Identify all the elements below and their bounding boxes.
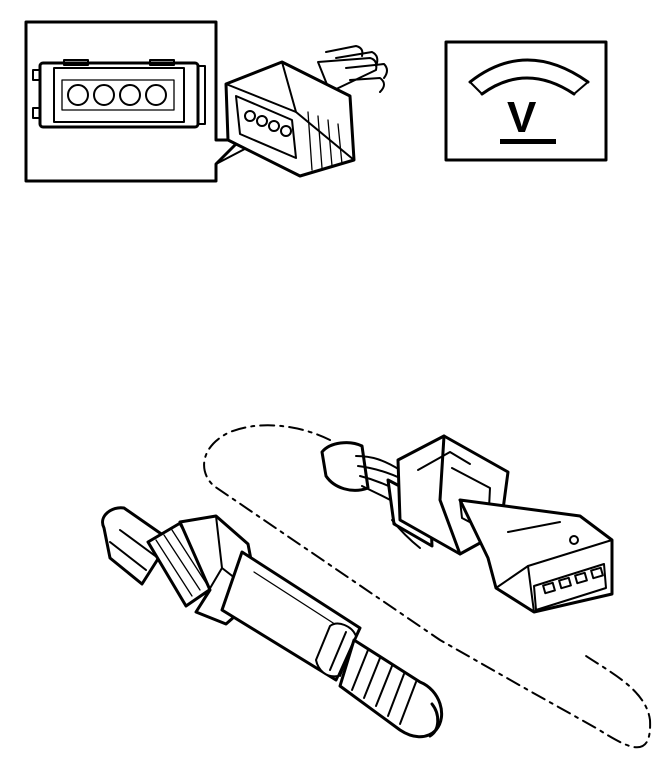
voltmeter-symbol: V: [507, 93, 537, 142]
pin-3-icon: [119, 84, 141, 106]
pin-1-icon: [67, 84, 89, 106]
pin-4-icon: [145, 84, 167, 106]
wiring-harness-connector: [320, 434, 614, 614]
oxygen-sensor: [101, 506, 444, 739]
connector-3d-small-icon: [224, 45, 388, 178]
pin-2-icon: [93, 84, 115, 106]
connector-face-icon: [32, 59, 206, 129]
dash-dot-link-line: [203, 424, 652, 749]
voltmeter-icon: V: [444, 40, 608, 162]
dc-bar-icon: [500, 139, 556, 144]
